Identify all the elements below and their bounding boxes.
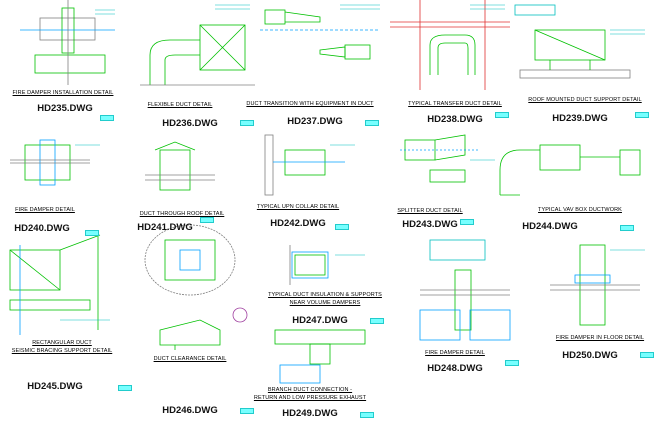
- hd241-tag: [200, 217, 214, 223]
- hd239-file-label[interactable]: HD239.DWG: [552, 113, 608, 124]
- hd237-title: DUCT TRANSITION WITH EQUIPMENT IN DUCT: [246, 101, 374, 107]
- hd246-drawing: [144, 224, 248, 350]
- hd239-title: ROOF MOUNTED DUCT SUPPORT DETAIL: [528, 97, 642, 103]
- hd248-file-label[interactable]: HD248.DWG: [427, 363, 483, 374]
- hd240-drawing: [10, 139, 90, 186]
- hd244-file-label[interactable]: HD244.DWG: [522, 221, 578, 232]
- hd247-file-label[interactable]: HD247.DWG: [292, 315, 348, 326]
- hd242-title: TYPICAL UPN COLLAR DETAIL: [256, 204, 340, 210]
- hd240-tag: [85, 230, 99, 236]
- hd247-title: TYPICAL DUCT INSULATION & SUPPORTS: [268, 292, 382, 298]
- hd240-file-label[interactable]: HD240.DWG: [14, 223, 70, 234]
- hd235-title: FIRE DAMPER INSTALLATION DETAIL: [12, 90, 114, 96]
- hd240-title: FIRE DAMPER DETAIL: [15, 207, 75, 213]
- hd237-drawing: [260, 9, 380, 60]
- hd238-drawing: [390, 0, 510, 90]
- hd236-tag: [240, 120, 254, 126]
- hd243-title: SPLITTER DUCT DETAIL: [397, 208, 463, 214]
- hd249-file-label[interactable]: HD249.DWG: [282, 408, 338, 419]
- hd246-title: DUCT CLEARANCE DETAIL: [153, 356, 227, 362]
- hd244-drawing: [499, 144, 641, 196]
- hd247-tag: [370, 318, 384, 324]
- hd245-file-label[interactable]: HD245.DWG: [27, 381, 83, 392]
- hd236-file-label[interactable]: HD236.DWG: [162, 118, 218, 129]
- hd246-file-label[interactable]: HD246.DWG: [162, 405, 218, 416]
- hd250-tag: [640, 352, 654, 358]
- hd241-title: DUCT THROUGH ROOF DETAIL: [139, 211, 225, 217]
- hd245-title: RECTANGULAR DUCT: [32, 340, 92, 346]
- hd249-tag: [360, 412, 374, 418]
- hd248-drawing: [419, 239, 511, 341]
- hd241-file-label[interactable]: HD241.DWG: [137, 222, 193, 233]
- hd235-tag: [100, 115, 114, 121]
- hd239-drawing: [514, 4, 631, 79]
- hd250-file-label[interactable]: HD250.DWG: [562, 350, 618, 361]
- hd238-tag: [495, 112, 509, 118]
- hd250-title: FIRE DAMPER IN FLOOR DETAIL: [555, 335, 645, 341]
- hd238-title: TYPICAL TRANSFER DUCT DETAIL: [408, 101, 502, 107]
- hd235-file-label[interactable]: HD235.DWG: [37, 103, 93, 114]
- hd247-drawing: [289, 245, 329, 285]
- hd244-tag: [620, 225, 634, 231]
- hd246-tag: [240, 408, 254, 414]
- hd245-drawing: [9, 234, 101, 335]
- hd242-tag: [335, 224, 349, 230]
- hd243-file-label[interactable]: HD243.DWG: [402, 219, 458, 230]
- hd245-tag: [118, 385, 132, 391]
- hd239-tag: [635, 112, 649, 118]
- hd247-title-line2: NEAR VOLUME DAMPERS: [289, 300, 361, 306]
- hd249-drawing: [274, 329, 366, 384]
- hd237-tag: [365, 120, 379, 126]
- hd248-title: FIRE DAMPER DETAIL: [425, 350, 485, 356]
- hd242-file-label[interactable]: HD242.DWG: [270, 218, 326, 229]
- hd236-drawing: [140, 24, 255, 86]
- hd248-tag: [505, 360, 519, 366]
- hd243-tag: [460, 219, 474, 225]
- hd249-title-line2: RETURN AND LOW PRESSURE EXHAUST: [253, 395, 367, 401]
- hd237-file-label[interactable]: HD237.DWG: [287, 116, 343, 127]
- hd244-title: TYPICAL VAV BOX DUCTWORK: [538, 207, 622, 213]
- hd250-drawing: [550, 244, 640, 326]
- hd238-file-label[interactable]: HD238.DWG: [427, 114, 483, 125]
- hd236-title: FLEXIBLE DUCT DETAIL: [147, 102, 213, 108]
- hd245-title-line2: SEISMIC BRACING SUPPORT DETAIL: [11, 348, 113, 354]
- hd242-drawing: [264, 134, 345, 196]
- hd235-drawing: [20, 0, 115, 85]
- hd241-drawing: [145, 141, 215, 191]
- hd243-drawing: [400, 134, 480, 183]
- hd249-title: BRANCH DUCT CONNECTION -: [267, 387, 353, 393]
